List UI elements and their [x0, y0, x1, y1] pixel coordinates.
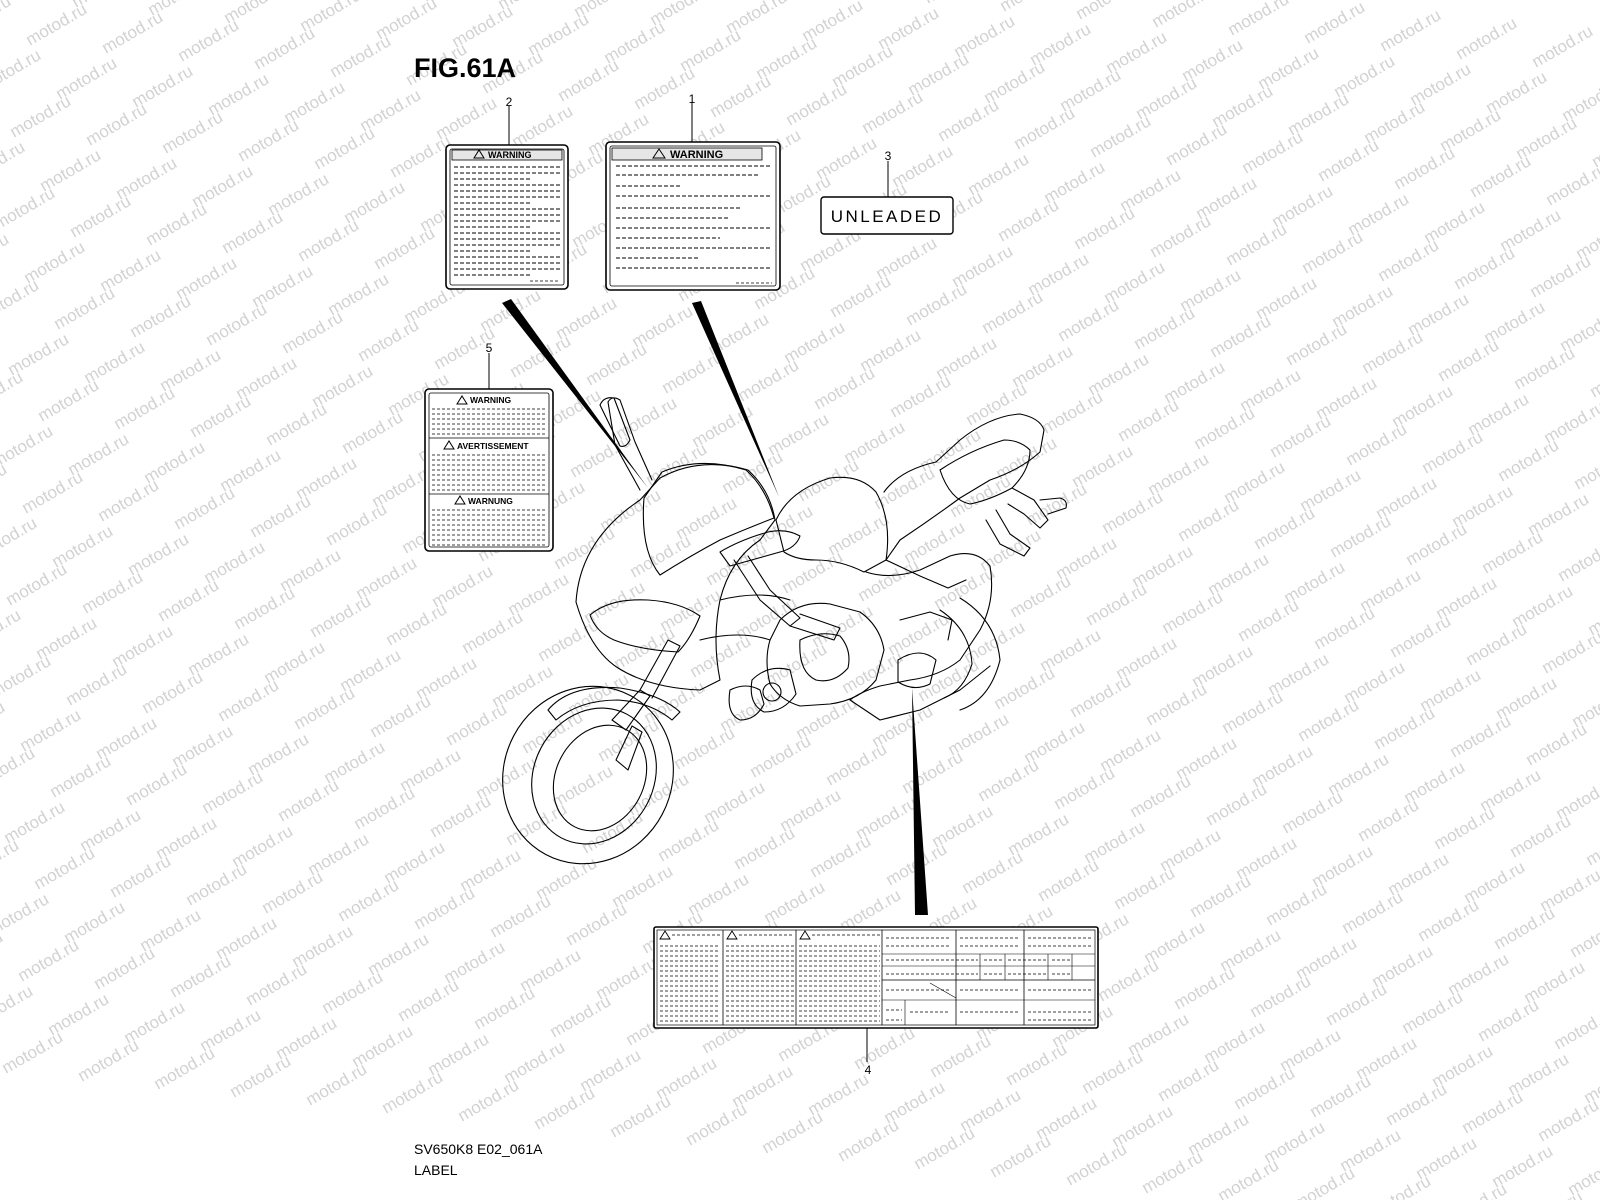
- label-5-trilingual-warning[interactable]: WARNING AVERTISSEMENT WARNUNG: [424, 388, 554, 552]
- frame: [849, 553, 993, 701]
- callout-2: 2: [506, 95, 513, 109]
- model-code: SV650K8 E02_061A: [414, 1141, 543, 1157]
- diagram-caption: LABEL: [414, 1162, 458, 1178]
- leader-wedge-label-2: [502, 299, 648, 488]
- tail-section: [1007, 487, 1049, 529]
- fuel-tank: [775, 476, 889, 573]
- callout-3: 3: [885, 149, 892, 163]
- front-fender: [547, 686, 681, 721]
- label-3-unleaded[interactable]: UNLEADED: [820, 196, 954, 235]
- label-2-warning-small[interactable]: WARNING: [445, 144, 569, 290]
- leader-wedge-label-1: [692, 301, 779, 497]
- callout-1: 1: [689, 92, 696, 106]
- label-4-text-lines: [660, 934, 1092, 1022]
- warning-triangle-icon: [652, 148, 666, 159]
- motorcycle-drawing: [502, 397, 1067, 865]
- figure-title: FIG.61A: [414, 53, 516, 83]
- leader-wedge-label-4: [912, 688, 928, 915]
- warning-triangle-icon: [443, 440, 455, 450]
- seat: [883, 413, 1045, 561]
- warning-triangle-icon: [473, 149, 485, 159]
- warning-triangle-icon: [454, 495, 466, 505]
- headlight: [589, 599, 701, 653]
- label-4-info-label[interactable]: [653, 926, 1099, 1029]
- label-5-header-en: WARNING: [470, 395, 511, 405]
- mirror: [599, 397, 631, 447]
- label-2-header: WARNING: [488, 150, 532, 160]
- leader-wedges: [502, 299, 928, 915]
- front-tire: [502, 685, 674, 865]
- warning-triangle-icon: [659, 930, 671, 940]
- warning-triangle-icon: [726, 930, 738, 940]
- callout-numbers: 1 2 3 4 5: [486, 92, 892, 1077]
- handlebar: [719, 530, 801, 567]
- label-5-header-fr: AVERTISSEMENT: [457, 441, 529, 451]
- warning-triangle-icon: [456, 395, 468, 405]
- callout-leaders: [488, 103, 889, 1062]
- unleaded-text: UNLEADED: [831, 207, 944, 226]
- fairing: [575, 464, 776, 691]
- callout-5: 5: [486, 341, 493, 355]
- label-2-text-lines: [454, 166, 560, 282]
- windscreen: [642, 462, 775, 576]
- warning-triangle-icon: [799, 930, 811, 940]
- label-5-header-de: WARNUNG: [468, 496, 513, 506]
- label-1-header: WARNING: [670, 149, 723, 161]
- front-rim: [531, 707, 657, 845]
- label-1-text-lines: [616, 165, 772, 284]
- label-5-text-lines: [432, 408, 546, 546]
- engine: [766, 602, 885, 707]
- label-1-warning-large[interactable]: WARNING: [605, 141, 781, 291]
- callout-4: 4: [865, 1063, 872, 1077]
- front-fork: [611, 689, 651, 731]
